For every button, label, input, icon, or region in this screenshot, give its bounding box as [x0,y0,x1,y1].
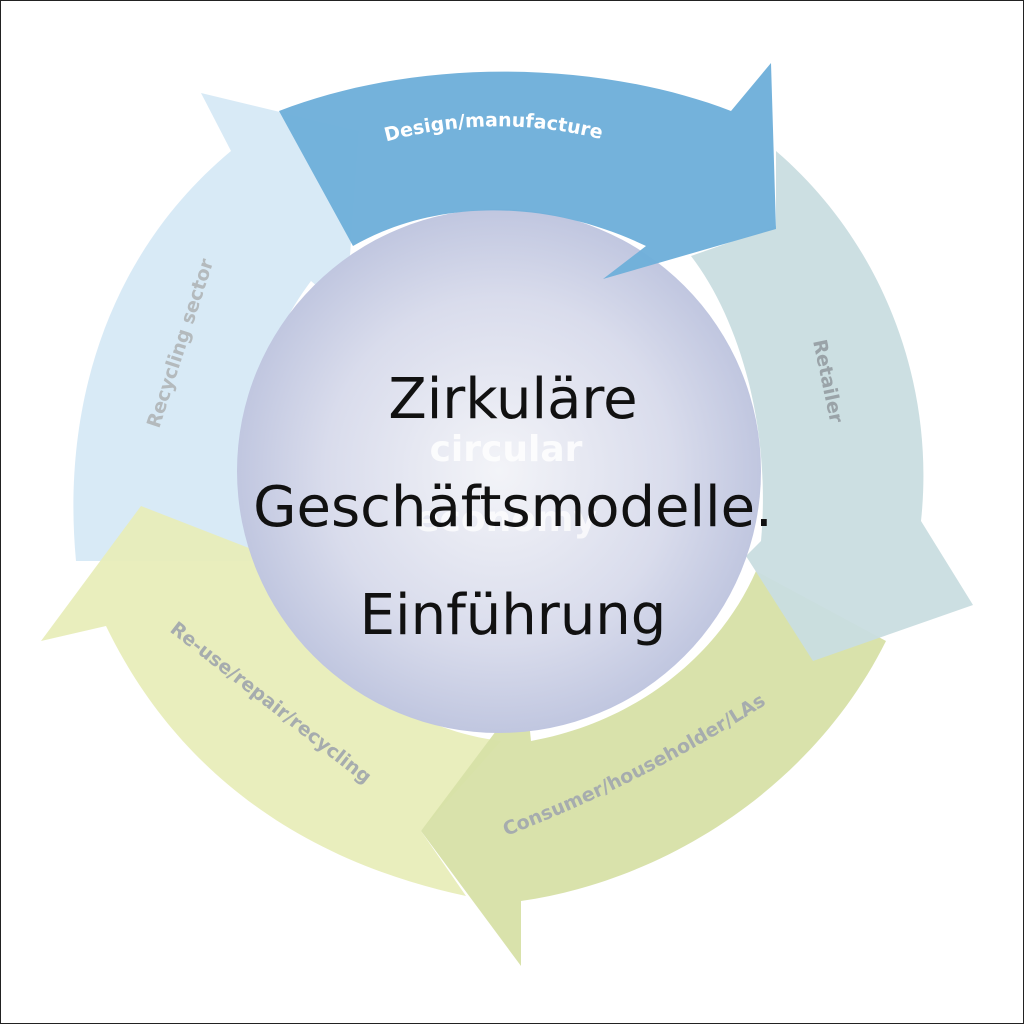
overlay-title-line2: Geschäftsmodelle. [253,475,773,540]
overlay-title: Zirkuläre Geschäftsmodelle. Einführung [113,346,913,670]
center-label-line1: circular [430,429,583,470]
segment-retailer [691,151,973,661]
segment-reuse-repair [41,506,501,896]
center-label-line2: economy [415,499,597,540]
segment-recycling-sector [73,93,360,561]
overlay-title-line3: Einführung [359,583,667,648]
overlay-title-line1: Zirkuläre [388,367,638,432]
segment-design-manufacture [279,63,776,279]
segment-consumer [421,571,886,966]
center-circle [237,209,761,733]
